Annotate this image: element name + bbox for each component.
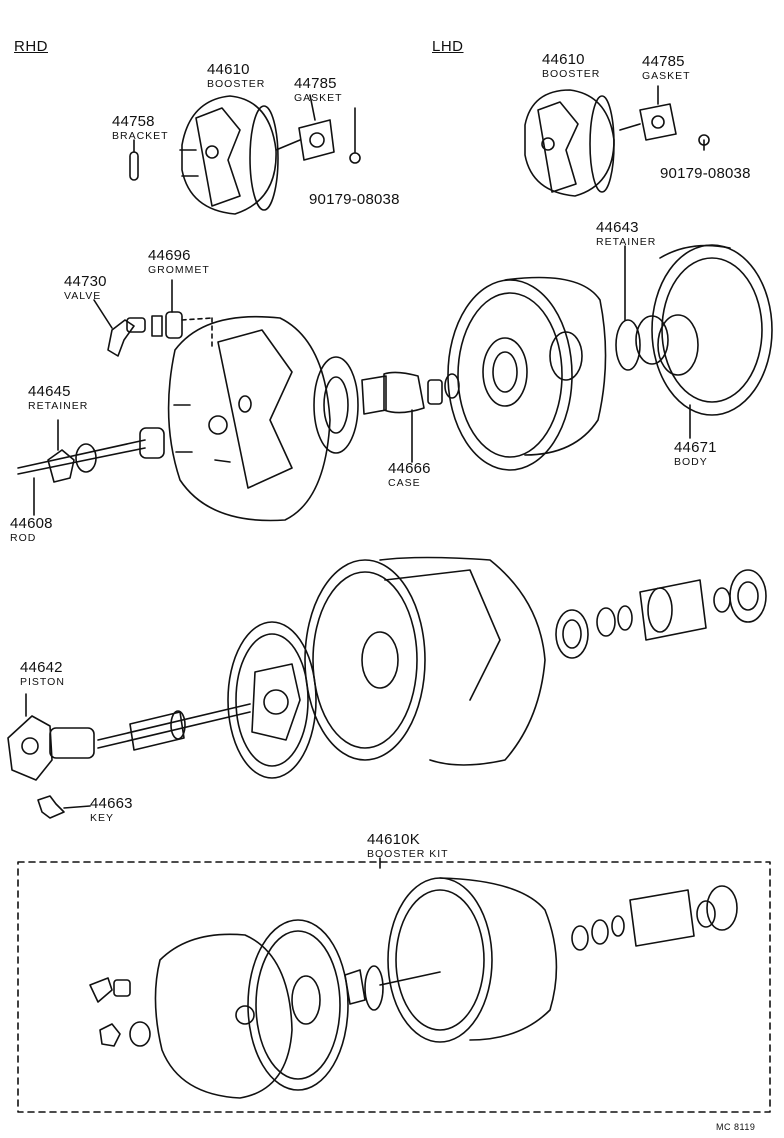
callout-number: 44608 — [10, 515, 53, 532]
callout-rhd-gasket: 44785 GASKET — [294, 76, 343, 104]
callout-number: 44758 — [112, 113, 155, 130]
callout-name: RETAINER — [28, 400, 89, 412]
callout-name: BOOSTER KIT — [367, 848, 449, 860]
callout-lhd-gasket: 44785 GASKET — [642, 54, 691, 82]
callout-valve: 44730 VALVE — [64, 274, 107, 302]
callout-name: VALVE — [64, 290, 102, 302]
rhd-booster-drawing — [129, 94, 361, 215]
booster-kit-drawing — [17, 857, 771, 1113]
callout-number: 44730 — [64, 273, 107, 290]
callout-case: 44666 CASE — [388, 461, 431, 489]
callout-number: 44642 — [20, 659, 63, 676]
callout-number: 44663 — [90, 795, 133, 812]
callout-lhd-nut: 90179-08038 — [660, 166, 751, 181]
callout-name: ROD — [10, 532, 37, 544]
callout-name: GASKET — [642, 70, 691, 82]
callout-number: 44610 — [542, 51, 585, 68]
callout-rod: 44608 ROD — [10, 516, 53, 544]
callout-number: 44696 — [148, 247, 191, 264]
callout-number: 44610 — [207, 61, 250, 78]
callout-name: BRACKET — [112, 130, 169, 142]
callout-number: 90179-08038 — [660, 165, 751, 182]
callout-number: 44666 — [388, 460, 431, 477]
callout-name: RETAINER — [596, 236, 657, 248]
callout-lhd-booster: 44610 BOOSTER — [542, 52, 600, 80]
callout-name: BOOSTER — [542, 68, 601, 80]
callout-grommet: 44696 GROMMET — [148, 248, 210, 276]
lhd-booster-drawing — [524, 85, 710, 197]
callout-name: CASE — [388, 477, 421, 489]
callout-name: GROMMET — [148, 264, 210, 276]
middle-exploded-drawing — [17, 244, 773, 522]
callout-name: PISTON — [20, 676, 65, 688]
callout-number: 44671 — [674, 439, 717, 456]
callout-retainer-body: 44643 RETAINER — [596, 220, 656, 248]
lhd-heading: LHD — [432, 38, 464, 55]
callout-retainer-rod: 44645 RETAINER — [28, 384, 88, 412]
callout-number: 44645 — [28, 383, 71, 400]
callout-number: 44610K — [367, 831, 420, 848]
callout-number: 44785 — [294, 75, 337, 92]
callout-key: 44663 KEY — [90, 796, 133, 824]
callout-rhd-nut: 90179-08038 — [309, 192, 400, 207]
callout-name: BOOSTER — [207, 78, 266, 90]
callout-name: BODY — [674, 456, 708, 468]
figure-reference: MC 8119 — [716, 1122, 756, 1132]
callout-rhd-booster: 44610 BOOSTER — [207, 62, 265, 90]
lower-exploded-drawing — [7, 556, 767, 819]
callout-piston: 44642 PISTON — [20, 660, 65, 688]
callout-number: 44785 — [642, 53, 685, 70]
callout-number: 44643 — [596, 219, 639, 236]
callout-body: 44671 BODY — [674, 440, 717, 468]
callout-booster-kit: 44610K BOOSTER KIT — [367, 832, 449, 860]
callout-rhd-bracket: 44758 BRACKET — [112, 114, 169, 142]
callout-name: GASKET — [294, 92, 343, 104]
callout-number: 90179-08038 — [309, 191, 400, 208]
callout-name: KEY — [90, 812, 115, 824]
rhd-heading: RHD — [14, 38, 48, 55]
